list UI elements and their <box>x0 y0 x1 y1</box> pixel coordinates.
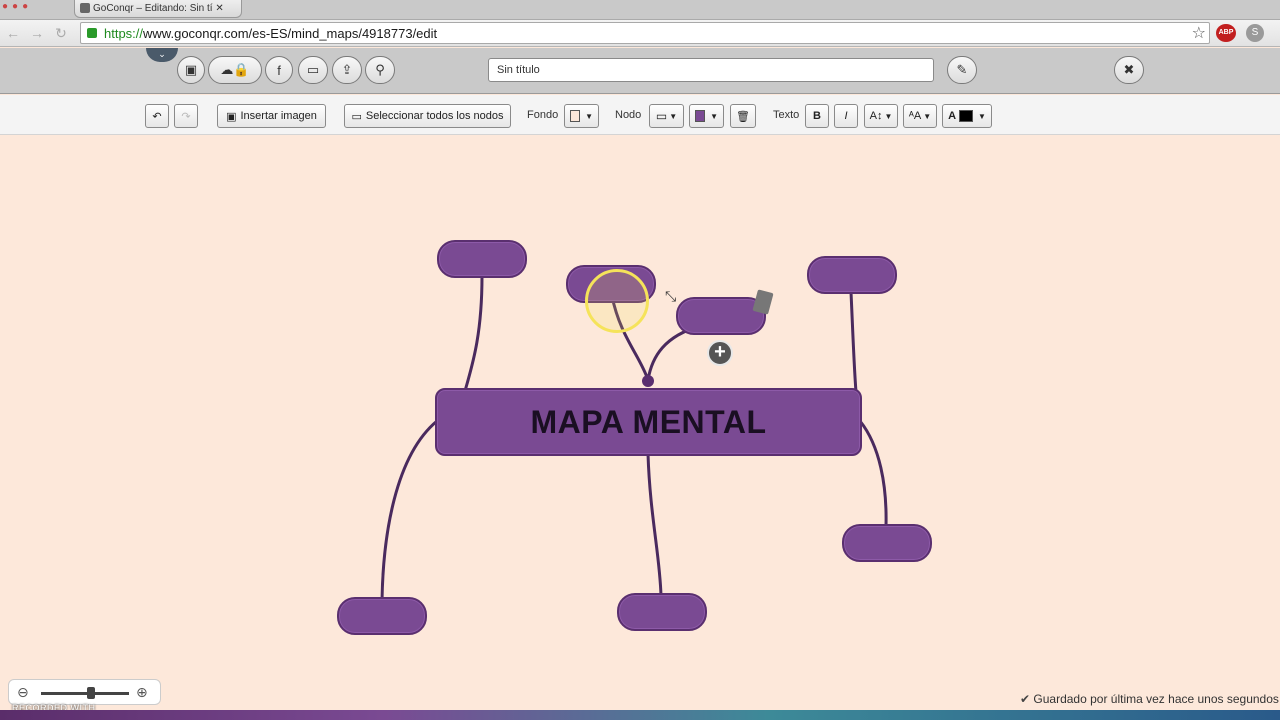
font-size-dropdown[interactable]: A↕▼ <box>864 104 898 128</box>
connector-bottom-center <box>646 452 663 598</box>
text-label: Texto <box>773 109 800 121</box>
editor-toolbar: ↶ ↷ ▣ Insertar imagen ▭ Seleccionar todo… <box>0 95 1280 135</box>
central-node-text: MAPA MENTAL <box>530 403 767 440</box>
folder-icon[interactable]: ▣ <box>177 56 205 84</box>
mind-node-top-left[interactable] <box>437 240 527 278</box>
os-taskbar <box>0 710 1280 720</box>
node-color-swatch <box>695 110 706 122</box>
share-lock-icon[interactable]: ☁🔒 <box>208 56 262 84</box>
bold-button[interactable]: B <box>805 104 829 128</box>
image-icon[interactable]: ▭ <box>298 56 328 84</box>
text-color-swatch <box>959 110 974 122</box>
window-controls[interactable]: ●●● <box>2 1 33 12</box>
zoom-in-icon[interactable]: ⊕ <box>136 684 148 700</box>
node-shape-icon: ▭ <box>655 109 668 123</box>
extension-s-icon[interactable]: S <box>1246 24 1264 42</box>
adblock-extension-icon[interactable]: ABP <box>1216 24 1236 42</box>
reload-icon[interactable]: ↻ <box>55 25 67 41</box>
mind-node-bottom-right[interactable] <box>842 524 932 562</box>
tab-close-icon[interactable]: ✕ <box>215 3 224 14</box>
favicon-icon <box>80 3 90 13</box>
redo-icon[interactable]: ↷ <box>174 104 198 128</box>
node-label: Nodo <box>615 109 642 121</box>
select-all-nodes-button[interactable]: ▭ Seleccionar todos los nodos <box>344 104 511 128</box>
address-bar: ← → ↻ https://www.goconqr.com/es-ES/mind… <box>0 20 1280 47</box>
chevron-down-icon: ▼ <box>884 111 893 121</box>
trash-icon: 🗑 <box>736 110 750 123</box>
connector-top-left <box>463 274 484 393</box>
url-text: https://www.goconqr.com/es-ES/mind_maps/… <box>104 26 438 41</box>
connector-top-right <box>849 290 858 394</box>
zoom-slider-thumb[interactable] <box>87 687 96 699</box>
connector-bottom-right <box>858 419 888 528</box>
chevron-down-icon: ▼ <box>923 111 932 121</box>
mind-node-top-right[interactable] <box>807 256 897 294</box>
mind-node-bottom-center[interactable] <box>617 593 707 631</box>
delete-node-button[interactable]: 🗑 <box>730 104 756 128</box>
close-editor-icon[interactable]: ✖ <box>1114 56 1144 84</box>
background-swatch <box>570 110 581 122</box>
app-header: ⌄ ▣ ☁🔒 f ▭ ⇪ ⚲ ✎ ✖ <box>0 48 1280 94</box>
zoom-slider-track[interactable] <box>41 692 129 695</box>
text-color-dropdown[interactable]: A▼ <box>942 104 992 128</box>
insert-image-icon: ▣ <box>226 110 237 123</box>
url-input[interactable]: https://www.goconqr.com/es-ES/mind_maps/… <box>80 22 1210 44</box>
select-icon: ▭ <box>351 110 362 123</box>
tab-title: GoConqr – Editando: Sin tí <box>93 3 213 14</box>
cursor-highlight <box>585 269 649 333</box>
chevron-down-icon: ▼ <box>585 111 593 121</box>
collapse-header-button[interactable]: ⌄ <box>146 48 178 62</box>
mind-map-canvas[interactable]: MAPA MENTAL ⤡ + <box>0 136 1280 710</box>
insert-image-button[interactable]: ▣ Insertar imagen <box>217 104 326 128</box>
map-title-input[interactable] <box>488 58 934 82</box>
add-node-button[interactable]: + <box>707 340 733 366</box>
zoom-out-icon[interactable]: ⊖ <box>17 684 29 700</box>
chevron-down-icon: ▼ <box>669 111 678 121</box>
search-icon[interactable]: ⚲ <box>365 56 395 84</box>
check-icon: ✔ <box>1020 692 1031 706</box>
zoom-control: ⊖ ⊕ <box>8 679 161 705</box>
mind-node-selected[interactable] <box>676 297 766 335</box>
italic-button[interactable]: I <box>834 104 858 128</box>
browser-tab[interactable]: GoConqr – Editando: Sin tí ✕ <box>74 0 242 18</box>
lock-icon <box>87 28 97 38</box>
background-label: Fondo <box>527 109 559 121</box>
back-arrow-icon[interactable]: ← <box>6 25 20 41</box>
connector-joint <box>642 375 654 387</box>
export-icon[interactable]: ⇪ <box>332 56 362 84</box>
browser-tab-strip: ●●● GoConqr – Editando: Sin tí ✕ <box>0 0 1280 20</box>
chevron-down-icon: ▼ <box>978 111 986 121</box>
background-color-dropdown[interactable]: ▼ <box>564 104 599 128</box>
chevron-down-icon: ▼ <box>710 111 718 121</box>
mind-node-bottom-left[interactable] <box>337 597 427 635</box>
recorded-watermark: RECORDED WITH <box>12 703 96 713</box>
forward-arrow-icon[interactable]: → <box>30 25 44 41</box>
node-shape-dropdown[interactable]: ▭▼ <box>649 104 684 128</box>
connector-bottom-left <box>380 419 439 603</box>
bookmark-star-icon[interactable]: ☆ <box>1191 25 1206 42</box>
settings-brush-icon[interactable]: ✎ <box>947 56 977 84</box>
undo-icon[interactable]: ↶ <box>145 104 169 128</box>
font-case-dropdown[interactable]: ᴬA▼ <box>903 104 937 128</box>
central-node[interactable]: MAPA MENTAL <box>435 388 862 456</box>
facebook-icon[interactable]: f <box>265 56 293 84</box>
node-color-dropdown[interactable]: ▼ <box>689 104 724 128</box>
save-status: ✔ Guardado por última vez hace unos segu… <box>1020 692 1279 706</box>
resize-arrows-icon[interactable]: ⤡ <box>665 288 677 304</box>
